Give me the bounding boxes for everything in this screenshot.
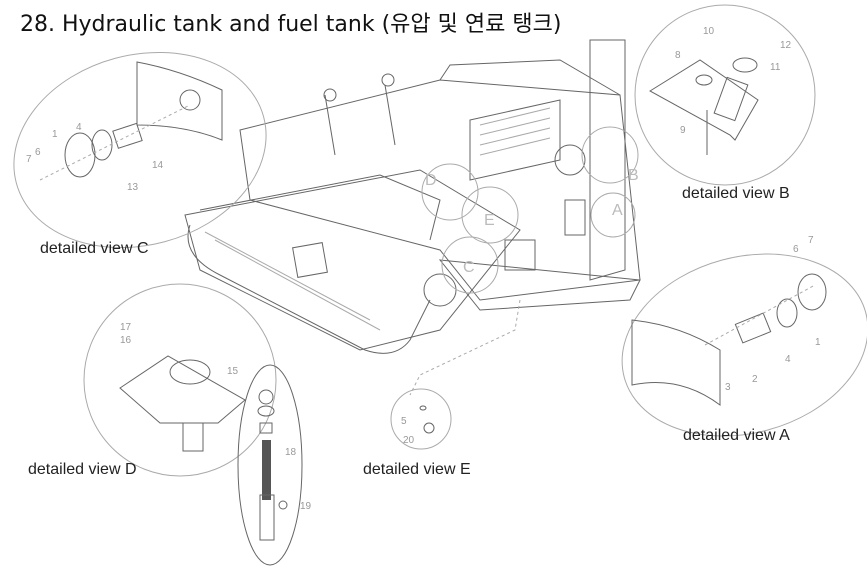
part-label-18: 18: [285, 447, 297, 458]
page-title: 28. Hydraulic tank and fuel tank (유압 및 연…: [20, 12, 562, 37]
view-d-label: detailed view D: [28, 461, 137, 478]
detailed-view-b: 8 9 10 11 12 detailed view B: [634, 4, 816, 202]
part-label-b-12: 12: [780, 40, 792, 51]
part-label-a-6: 6: [793, 244, 799, 255]
view-a-label: detailed view A: [683, 427, 790, 444]
part-label-e-20: 20: [403, 435, 415, 446]
part-label-d-17: 17: [120, 322, 132, 333]
detailed-view-d: 17 16 15 detailed view D: [28, 283, 277, 478]
detailed-view-e: 5 20 detailed view E: [363, 388, 471, 478]
marker-c: C: [463, 259, 475, 276]
marker-d: D: [425, 172, 437, 189]
part-label-c-14: 14: [152, 160, 164, 171]
part-label-d-16: 16: [120, 335, 132, 346]
part-label-a-7: 7: [808, 235, 814, 246]
view-e-label: detailed view E: [363, 461, 471, 478]
part-label-c-1: 1: [52, 129, 58, 140]
part-label-c-7: 7: [26, 154, 32, 165]
part-label-19: 19: [300, 501, 312, 512]
part-label-b-8: 8: [675, 50, 681, 61]
part-label-a-2: 2: [752, 374, 758, 385]
marker-a: A: [612, 202, 623, 219]
part-label-e-5: 5: [401, 416, 407, 427]
view-c-label: detailed view C: [40, 240, 149, 257]
marker-e: E: [484, 212, 495, 229]
part-label-d-15: 15: [227, 366, 239, 377]
detailed-view-c: 7 6 1 4 13 14 detailed view C: [13, 51, 267, 257]
view-b-label: detailed view B: [682, 185, 790, 202]
part-label-b-9: 9: [680, 125, 686, 136]
filter-assembly: 18 19: [237, 364, 312, 566]
part-label-b-10: 10: [703, 26, 715, 37]
detailed-view-a: 1 2 3 4 6 7 detailed view A: [621, 235, 867, 444]
part-label-a-4: 4: [785, 354, 791, 365]
part-label-c-13: 13: [127, 182, 139, 193]
machine-illustration: D E C B A: [184, 39, 641, 396]
part-label-c-6: 6: [35, 147, 41, 158]
part-label-b-11: 11: [770, 62, 781, 73]
marker-b: B: [628, 167, 639, 184]
part-label-c-4: 4: [76, 122, 82, 133]
part-label-a-1: 1: [815, 337, 821, 348]
part-label-a-3: 3: [725, 382, 731, 393]
